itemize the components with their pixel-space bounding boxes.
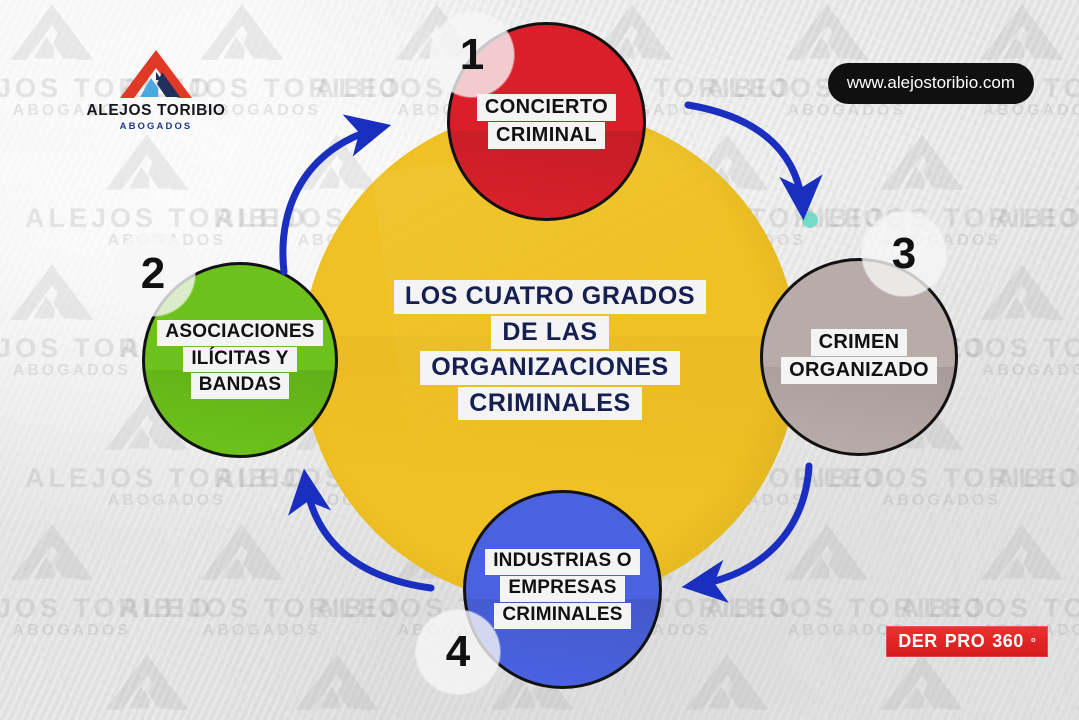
triangle-a-logo-icon: [120, 50, 192, 98]
der-pro-word-1: DER: [898, 631, 938, 651]
title-line-4: CRIMINALES: [302, 386, 798, 420]
node-3-line-2-text: ORGANIZADO: [781, 357, 937, 384]
node-4-number-badge: 4: [416, 610, 500, 694]
title-line-1: LOS CUATRO GRADOS: [302, 280, 798, 314]
node-3-number-badge: 3: [862, 212, 946, 296]
der-pro-360-badge: DER PRO 360 °: [886, 626, 1048, 657]
title-line-2: DE LAS: [302, 315, 798, 349]
title-line-3: ORGANIZACIONES: [302, 351, 798, 385]
node-2-line-3: BANDAS: [145, 373, 335, 400]
node-3-line-1-text: CRIMEN: [810, 329, 908, 356]
node-4-line-1-text: INDUSTRIAS O: [485, 549, 640, 576]
degree-symbol-icon: °: [1030, 635, 1036, 650]
node-4-line-2-text: EMPRESAS: [500, 576, 625, 602]
title-line-4-text: CRIMINALES: [458, 386, 642, 420]
node-1-line-2-text: CRIMINAL: [488, 121, 605, 149]
node-2-line-2: ILÍCITAS Y: [145, 346, 335, 373]
node-1-number-badge: 1: [430, 13, 514, 97]
node-1-line-2: CRIMINAL: [450, 121, 643, 149]
node-3-label: CRIMEN ORGANIZADO: [763, 329, 955, 385]
node-4-label: INDUSTRIAS O EMPRESAS CRIMINALES: [466, 549, 659, 630]
website-url-badge[interactable]: www.alejostoribio.com: [827, 63, 1034, 104]
title-line-2-text: DE LAS: [491, 315, 609, 349]
node-1-line-1: CONCIERTO: [450, 93, 643, 121]
node-1-label: CONCIERTO CRIMINAL: [450, 93, 643, 150]
node-3-line-2: ORGANIZADO: [763, 357, 955, 384]
node-2-line-1: ASOCIACIONES: [145, 319, 335, 346]
page-title: LOS CUATRO GRADOS DE LAS ORGANIZACIONES …: [302, 280, 798, 422]
node-2-label: ASOCIACIONES ILÍCITAS Y BANDAS: [145, 319, 335, 401]
node-2-line-3-text: BANDAS: [190, 373, 290, 400]
node-2-line-2-text: ILÍCITAS Y: [183, 346, 297, 373]
title-line-3-text: ORGANIZACIONES: [420, 351, 680, 385]
brand-name-text: ALEJOS TORIBIO: [86, 102, 226, 119]
node-4-line-2: EMPRESAS: [466, 576, 659, 602]
node-3-shading: [763, 261, 955, 453]
node-1-line-1-text: CONCIERTO: [476, 93, 617, 121]
brand-subtitle-text: ABOGADOS: [119, 121, 193, 132]
node-2-number-badge: 2: [111, 232, 195, 316]
der-pro-word-2: PRO: [944, 631, 986, 651]
accent-dot-icon: [802, 212, 818, 228]
brand-logo: ALEJOS TORIBIO ABOGADOS: [76, 48, 236, 132]
node-3-line-1: CRIMEN: [763, 329, 955, 356]
title-line-1-text: LOS CUATRO GRADOS: [393, 280, 707, 314]
node-4-line-1: INDUSTRIAS O: [466, 549, 659, 576]
node-4-line-3: CRIMINALES: [466, 602, 659, 629]
node-4-line-3-text: CRIMINALES: [494, 602, 631, 629]
der-pro-word-3: 360: [992, 631, 1024, 651]
node-2-line-1-text: ASOCIACIONES: [157, 319, 323, 346]
